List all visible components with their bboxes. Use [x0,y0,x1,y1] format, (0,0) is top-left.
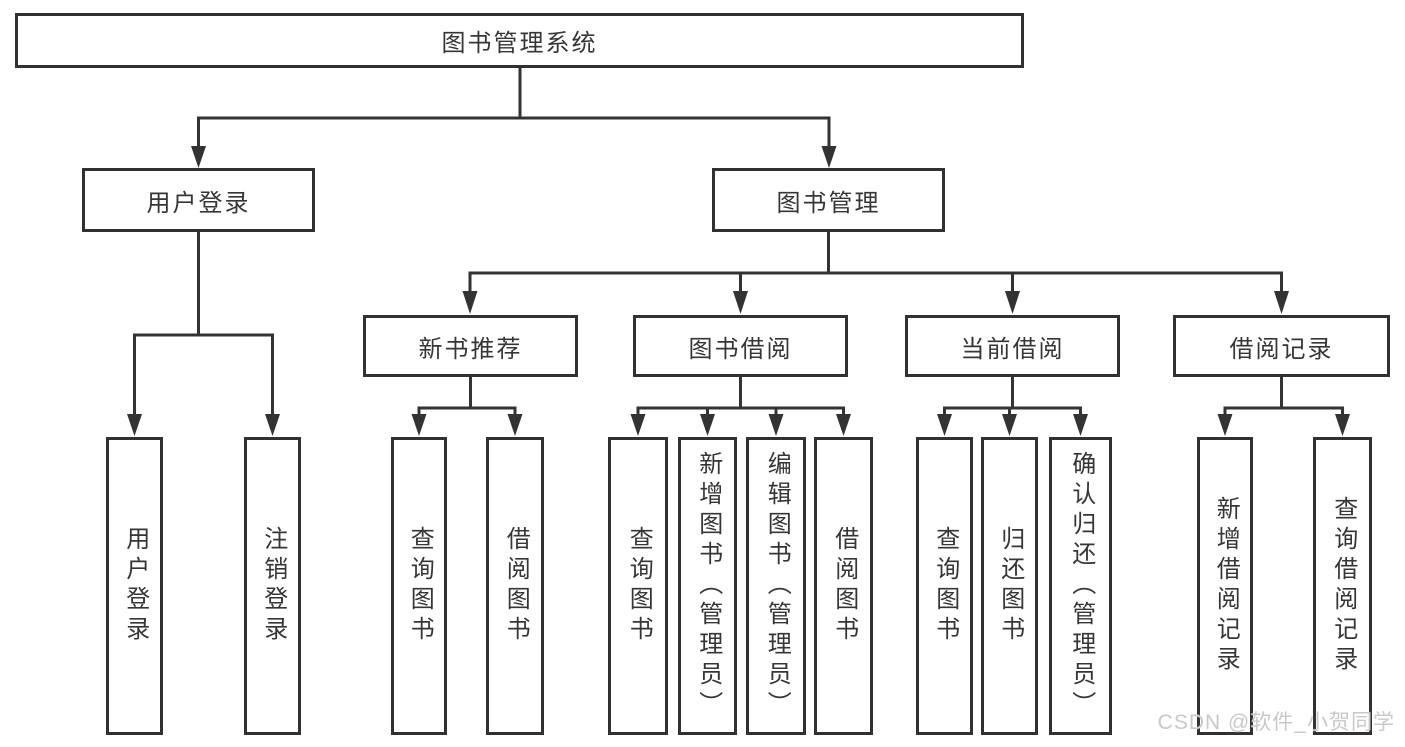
root-branch-line [197,68,831,148]
leaf-query-books-current: 查询图书 [916,437,973,735]
node-book-borrow-label: 图书借阅 [688,335,793,363]
node-current-borrow: 当前借阅 [905,315,1120,377]
book-borrow-branch-line [636,377,845,416]
leaf-query-borrow-record: 查询借阅记录 [1313,437,1372,735]
leaf-query-books-borrow: 查询图书 [608,437,668,735]
leaf-borrow-books-newbooks-label: 借阅图书 [502,526,530,646]
leaf-query-books-borrow-label: 查询图书 [625,526,653,646]
connector-lines [133,68,1344,416]
leaf-logout: 注销登录 [244,437,301,735]
node-borrow-records-label: 借阅记录 [1229,335,1334,363]
leaf-add-borrow-record: 新增借阅记录 [1197,437,1253,735]
watermark: CSDN @软件_小贺同学 [1157,711,1395,734]
new-books-branch-line [417,377,517,416]
level2-arrowheads-icon [191,146,837,168]
leaf-borrow-books-borrow: 借阅图书 [814,437,873,735]
leaf-query-borrow-record-label: 查询借阅记录 [1329,496,1357,676]
leaf-query-books-newbooks: 查询图书 [391,437,447,735]
leaf-borrow-books-borrow-label: 借阅图书 [830,526,858,646]
leaf-confirm-return-admin-label: 确认归还（管理员） [1067,451,1095,721]
leaf-add-book-admin-label: 新增图书（管理员） [694,451,722,721]
leaf-user-login: 用户登录 [106,437,163,735]
book-mgmt-branch-line [468,232,1283,293]
leaf-logout-label: 注销登录 [259,526,287,646]
leaf-confirm-return-admin: 确认归还（管理员） [1049,437,1112,735]
leaf-arrowheads-icon [127,414,1350,436]
leaf-add-book-admin: 新增图书（管理员） [678,437,737,735]
leaf-user-login-label: 用户登录 [121,526,149,646]
node-current-borrow-label: 当前借阅 [960,335,1065,363]
node-book-mgmt-label: 图书管理 [776,189,881,217]
current-borrow-branch-line [943,377,1082,416]
node-new-books-label: 新书推荐 [418,335,523,363]
user-login-branch-line [133,232,274,416]
borrow-records-branch-line [1223,377,1344,416]
leaf-query-books-newbooks-label: 查询图书 [406,526,434,646]
leaf-edit-book-admin-label: 编辑图书（管理员） [763,451,791,721]
node-user-login: 用户登录 [82,168,315,232]
node-user-login-label: 用户登录 [146,189,251,217]
node-borrow-records: 借阅记录 [1173,315,1390,377]
leaf-return-book: 归还图书 [981,437,1038,735]
level3-arrowheads-icon [462,291,1289,314]
node-book-mgmt: 图书管理 [712,168,945,232]
leaf-add-borrow-record-label: 新增借阅记录 [1212,496,1240,676]
node-root: 图书管理系统 [15,13,1024,68]
node-new-books: 新书推荐 [363,315,578,377]
leaf-borrow-books-newbooks: 借阅图书 [486,437,544,735]
leaf-query-books-current-label: 查询图书 [931,526,959,646]
arrowheads [127,146,1350,436]
node-book-borrow: 图书借阅 [633,315,848,377]
node-root-label: 图书管理系统 [441,30,598,57]
leaf-edit-book-admin: 编辑图书（管理员） [746,437,806,735]
leaf-return-book-label: 归还图书 [996,526,1024,646]
